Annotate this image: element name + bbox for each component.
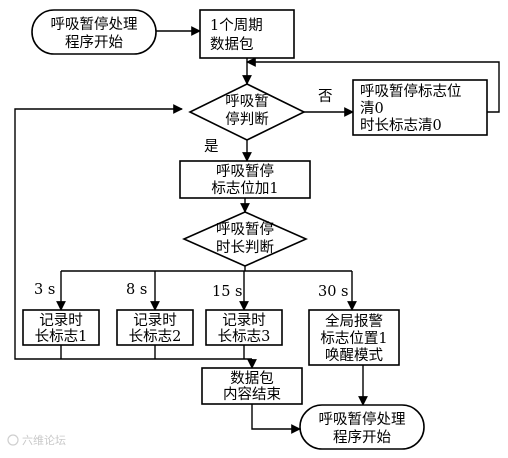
- record-3-line1: 记录时: [222, 312, 266, 329]
- end-label-line1: 呼吸暂停处理: [319, 411, 406, 428]
- edge-loop-back-to-decision: [14, 104, 252, 360]
- increment-flag-line1: 呼吸暂停: [216, 163, 274, 180]
- record-1-line2: 长标志1: [35, 328, 88, 345]
- connectors: [14, 26, 500, 434]
- decision-duration-line1: 呼吸暂停: [216, 221, 274, 238]
- start-label-line2: 程序开始: [65, 34, 123, 51]
- packet-end-line2: 内容结束: [223, 386, 281, 403]
- watermark-text: 六维论坛: [22, 433, 66, 447]
- label-no: 否: [318, 89, 333, 105]
- decision-pause-line1: 呼吸暂: [225, 93, 269, 110]
- end-label-line2: 程序开始: [333, 429, 391, 446]
- label-8s: 8 s: [126, 282, 147, 298]
- watermark: 六维论坛: [7, 433, 66, 447]
- label-yes: 是: [204, 139, 219, 155]
- packet-label-line1: 1个周期: [210, 17, 263, 34]
- alarm-line2: 标志位置1: [320, 330, 387, 347]
- packet-box: 1个周期 数据包: [199, 9, 295, 59]
- end-terminator: 呼吸暂停处理 程序开始: [299, 404, 425, 450]
- alarm-line3: 唤醒模式: [325, 347, 383, 364]
- edge-packet-end-to-end: [251, 404, 301, 434]
- label-30s: 30 s: [318, 284, 349, 300]
- alarm-line1: 全局报警: [325, 312, 383, 330]
- label-15s: 15 s: [212, 284, 243, 300]
- decision-pause: 呼吸暂 停判断: [188, 83, 306, 141]
- record-box-3: 记录时 长标志3: [205, 309, 283, 346]
- increment-flag-box: 呼吸暂停 标志位加1: [179, 160, 311, 199]
- packet-label-line2: 数据包: [210, 36, 254, 53]
- packet-end-box: 数据包 内容结束: [201, 367, 303, 405]
- clear-flags-line2: 清0: [360, 100, 384, 117]
- start-label-line1: 呼吸暂停处理: [51, 16, 138, 33]
- watermark-icon: [7, 434, 19, 446]
- packet-end-line1: 数据包: [230, 370, 274, 387]
- increment-flag-line2: 标志位加1: [211, 180, 278, 197]
- record-3-line2: 长标志3: [218, 328, 271, 345]
- clear-flags-box: 呼吸暂停标志位 清0 时长标志清0: [352, 79, 488, 136]
- start-terminator: 呼吸暂停处理 程序开始: [31, 9, 157, 55]
- record-1-line1: 记录时: [39, 312, 83, 329]
- record-2-line2: 长标志2: [129, 328, 182, 345]
- record-box-2: 记录时 长标志2: [116, 309, 194, 346]
- edge-clear-loop-back: [246, 57, 500, 113]
- clear-flags-line1: 呼吸暂停标志位: [360, 83, 462, 100]
- decision-duration: 呼吸暂停 时长判断: [182, 211, 308, 267]
- record-2-line1: 记录时: [133, 312, 177, 329]
- decision-pause-line2: 停判断: [225, 111, 269, 128]
- record-box-1: 记录时 长标志1: [22, 309, 100, 346]
- clear-flags-line3: 时长标志清0: [360, 117, 442, 134]
- alarm-box: 全局报警 标志位置1 唤醒模式: [308, 309, 400, 366]
- decision-duration-line2: 时长判断: [216, 239, 274, 256]
- label-3s: 3 s: [34, 282, 55, 298]
